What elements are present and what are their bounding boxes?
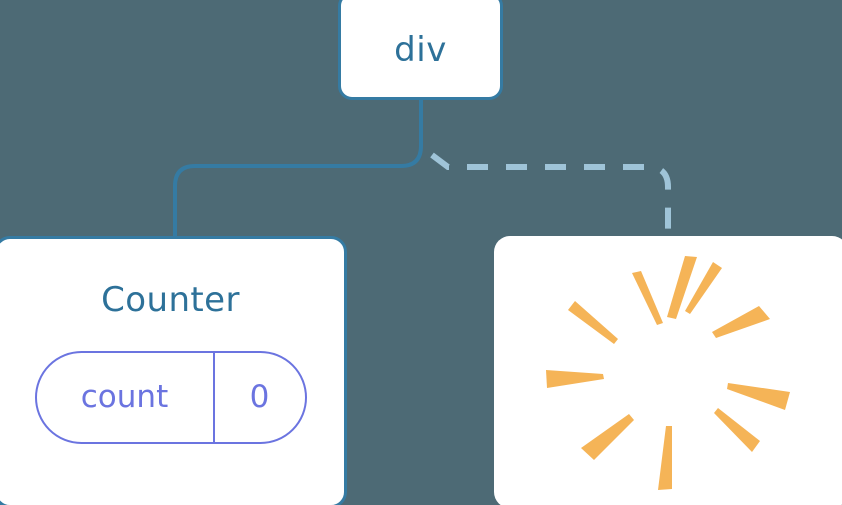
node-counter[interactable]: Counter count 0	[0, 236, 347, 505]
state-key: count	[80, 379, 169, 415]
ray-s	[658, 426, 672, 490]
ray-sw	[581, 414, 634, 460]
ray-nw	[568, 301, 618, 344]
edge-div-to-sparkle	[430, 152, 671, 240]
ray-e	[712, 306, 770, 338]
node-div-label: div	[394, 30, 447, 70]
node-div[interactable]: div	[338, 0, 503, 100]
ray-n	[667, 256, 697, 319]
ray-se	[727, 383, 790, 410]
ray-ne	[685, 262, 722, 314]
ray-nnw	[632, 271, 663, 325]
edge-div-to-counter	[173, 98, 423, 242]
ray-wnw	[546, 370, 604, 388]
node-counter-label: Counter	[101, 280, 240, 320]
state-pill-count[interactable]: count 0	[34, 351, 307, 444]
node-sparkle[interactable]	[494, 236, 842, 505]
ray-sse	[714, 408, 760, 452]
state-value: 0	[212, 353, 305, 442]
sparkle-burst-icon	[546, 256, 790, 490]
